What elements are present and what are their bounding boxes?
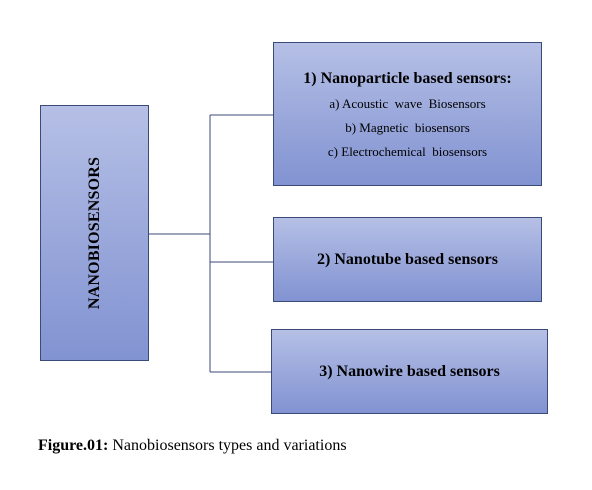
child-node-nanowire: 3) Nanowire based sensors — [271, 329, 548, 414]
child-node-title: 3) Nanowire based sensors — [319, 362, 500, 380]
root-node-box: NANOBIOSENSORS — [40, 105, 149, 361]
child-node-title: 1) Nanoparticle based sensors: — [303, 70, 512, 87]
child-node-nanotube: 2) Nanotube based sensors — [273, 217, 542, 302]
figure-caption-label: Figure.01: — [38, 437, 109, 454]
child-node-nanoparticle: 1) Nanoparticle based sensors: a) Acoust… — [273, 42, 542, 186]
child-node-item: b) Magnetic biosensors — [345, 120, 470, 135]
child-node-item: c) Electrochemical biosensors — [327, 144, 488, 159]
child-node-item: a) Acoustic wave Biosensors — [329, 96, 486, 111]
figure-caption: Figure.01: Nanobiosensors types and vari… — [38, 437, 347, 455]
child-node-title: 2) Nanotube based sensors — [317, 250, 498, 268]
root-node-label: NANOBIOSENSORS — [85, 156, 103, 310]
figure-caption-text: Nanobiosensors types and variations — [108, 437, 347, 454]
